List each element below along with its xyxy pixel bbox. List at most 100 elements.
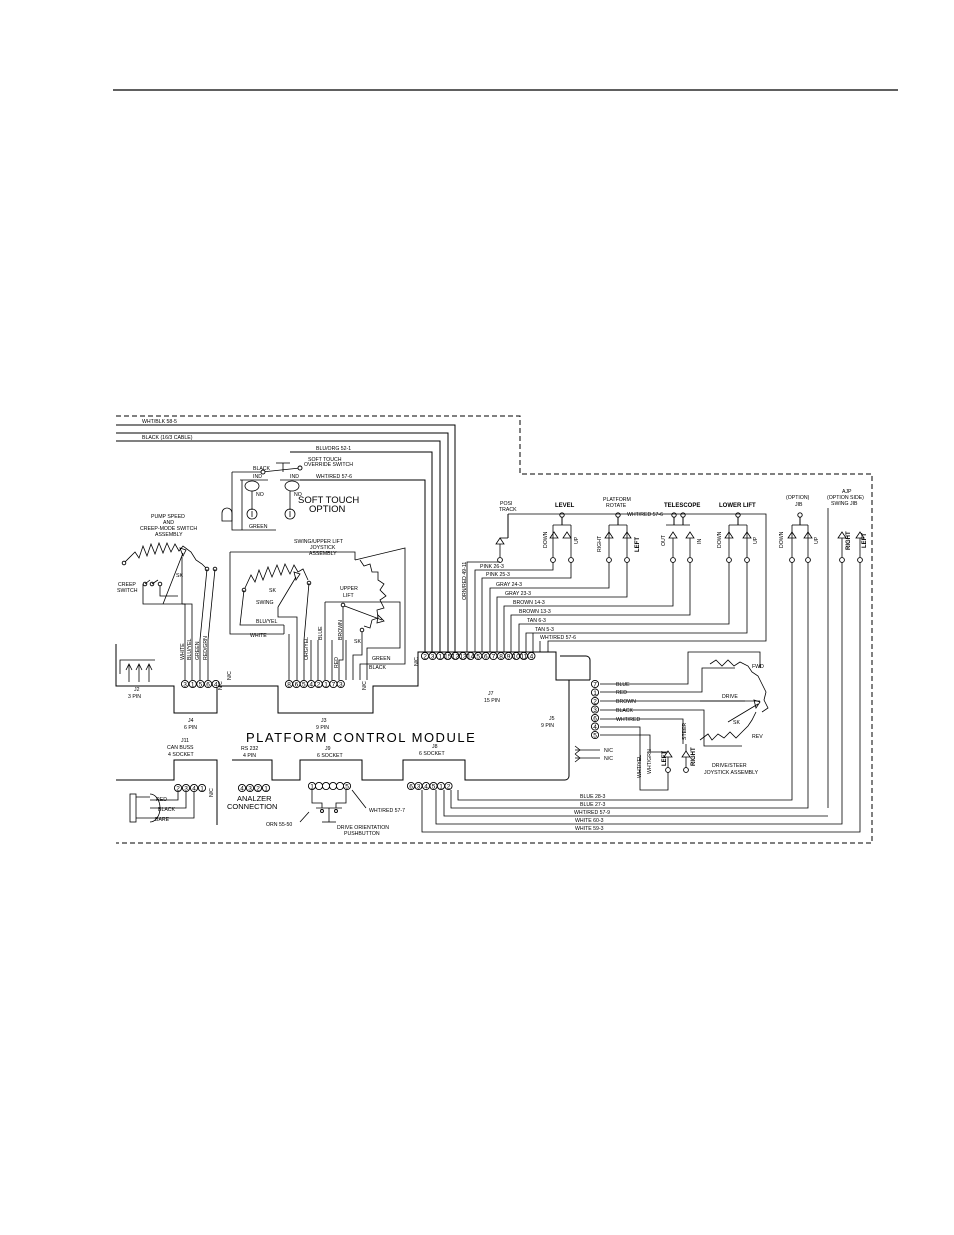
j7-pin-label: 6 [484,653,488,660]
swing-joy-upper: UPPER [340,586,358,592]
j4-pin-label: 3 [183,681,187,688]
j5-pin [590,722,600,731]
j5-desc: 9 PIN [541,723,554,729]
soft-touch-subtitle: OPTION [309,504,346,515]
wire-label-blu-org: BLU/ORG 52-1 [316,446,351,452]
rs232-desc2: 4 PIN [243,753,256,759]
valve-level-a: DOWN [543,531,549,548]
soft-touch-switch-label: SOFT TOUCH [308,457,342,463]
soft-touch-black-label: BLACK [253,466,271,472]
j11-wire-black: BLACK [158,807,176,813]
j7-pin-label: 11 [520,653,527,660]
rs232-pin [237,783,247,793]
j7-pin-label: 7 [492,653,496,660]
valve-rotate-a: RIGHT [597,535,603,552]
j4-pin [188,679,197,689]
j3-nc: N/C [362,681,368,690]
j5-wire-black: BLACK [616,708,634,714]
valve-posi-l1: POSI [500,501,512,507]
soft-touch-option: BLACK GREEN IND IND NO NO SOFT TOUCH OVE… [221,457,359,531]
valve-bank: POSI TRACK LEVEL DOWN UP PLATFORM ROTATE… [466,489,868,808]
valve-rotate-b: LEFT [635,537,641,552]
j9-name: J9 [325,746,331,752]
j7-pin-label: 12 [452,653,460,660]
wire-label-top2: BLACK (16/3 CABLE) [142,435,193,441]
j7-wire-brown13: BROWN 13-3 [519,609,551,615]
connector-j2: J2 3 PIN [119,659,155,700]
j4-desc: 6 PIN [184,725,197,731]
j7-pin-label: 2 [423,653,427,660]
j5-nc2: N/C [604,756,613,762]
j2-desc: 3 PIN [128,694,141,700]
j7-pin-label: 4 [530,653,534,660]
swing-joy-sk1: SK [269,588,276,594]
drive-joy-l2: JOYSTICK ASSEMBLY [704,770,759,776]
j9-wire-orn: ORN 55-50 [266,822,292,828]
j11-pin [189,783,199,793]
j9-pin [342,781,352,791]
rs232-pin-label: 2 [256,785,260,792]
j7-pin [527,651,536,661]
j7-fan-wires: ORN/RED 49-11 PINK 26-3 PINK 25-3 GRAY 2… [462,562,748,652]
module-boundary [116,415,873,844]
rs232-pin-label: 1 [264,785,268,792]
soft-touch-no-left: NO [256,492,264,498]
j5-pin [590,688,600,697]
swing-joy-l3: ASSEMBLY [309,551,337,557]
j3-pin-label: 7 [332,681,336,688]
j4-pin-label: 6 [206,681,210,688]
j4-wire-labels: WHITE BLU/YEL GREEN RED/GRN [180,636,209,660]
valve-supply-label: WHT/RED 57-6 [627,512,663,518]
j7-pin-label: 1 [438,653,442,660]
orientation-l1: DRIVE ORIENTATION [337,825,389,831]
j7-pin-label: 14 [467,653,475,660]
j7-pin-label: 15 [444,653,452,660]
j7-name: J7 [488,691,494,697]
j7-wire-gray23: GRAY 23-3 [505,591,531,597]
valve-telescope-a: OUT [661,534,667,546]
j3-pin-label: 4 [309,681,313,688]
valve-jib-b: UP [814,536,820,544]
drive-left-label: LEFT [662,751,668,766]
j7-pin-label: 9 [507,653,511,660]
j8-pin-label: 4 [424,783,428,790]
j7-desc: 15 PIN [484,698,500,704]
analyzer-l1: ANALZER [237,794,272,803]
j5-pin-label: 5 [593,732,597,739]
j3-wire-brown: BROWN [338,620,344,640]
j5-pin-label: 4 [593,724,597,731]
j2-name: J2 [134,687,140,693]
valve-lower-lift-b: UP [753,536,759,544]
j5-pin-label: 6 [593,715,597,722]
wire-label-wht-red-576: WHT/RED 57-6 [316,474,352,480]
j7-pin-label: 10 [513,653,521,660]
j3-pin-label: 2 [317,681,321,688]
j4-pin [196,679,205,689]
j8-pin-label: 2 [447,783,451,790]
rs232-pin [245,783,255,793]
j8-pin-label: 6 [409,783,413,790]
pump-speed-l3: CREEP-MODE SWITCH [140,526,197,532]
j11-pin-label: 4 [192,785,196,792]
j8-pin-label: 3 [417,783,421,790]
j3-wire-labels: BLU/YEL WHITE ORG/YEL BLUE BROWN RED GRE… [250,619,391,671]
j3-wire-black: BLACK [369,665,387,671]
j4-wire-redgrn: RED/GRN [203,636,209,660]
j9-pin [328,781,338,791]
soft-touch-ind-left: IND [253,474,262,480]
wire-label-top1: WHT/BLK 58-5 [142,419,177,425]
j3-name: J3 [321,718,327,724]
j8-pin [444,781,453,791]
j5-nc1: N/C [604,748,613,754]
j7-wire-tan5: TAN 5-3 [535,627,554,633]
j5-pin [590,730,600,740]
j8-wire-blue27: BLUE 27-3 [580,802,605,808]
j3-pin-label: 5 [302,681,306,688]
j3-pin-label: 1 [324,681,328,688]
j4-pin-label: 4 [214,681,218,688]
j7-wire-whtred: WHT/RED 57-6 [540,635,576,641]
j3-pin [336,679,345,689]
rs232-pin-label: 3 [248,785,252,792]
